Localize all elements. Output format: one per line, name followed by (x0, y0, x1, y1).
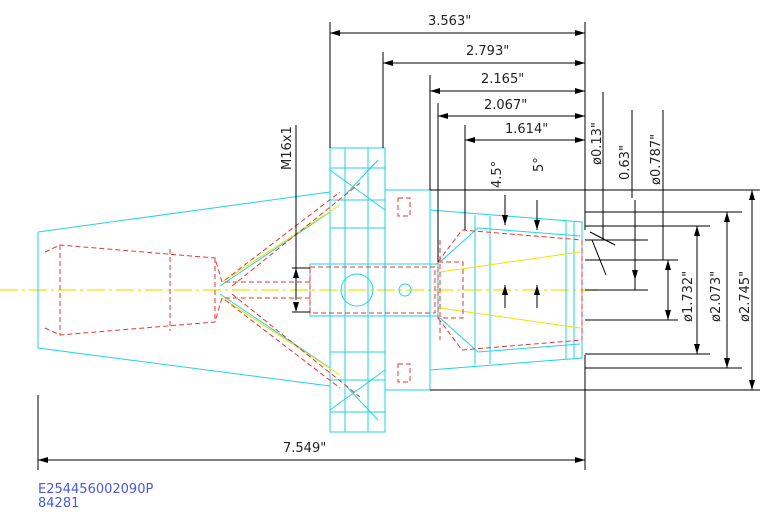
dim-flange-to-tip: 2.793" (466, 44, 509, 59)
dim-diameter-2: ø2.073" (709, 271, 724, 322)
dim-thread: M16x1 (280, 126, 295, 170)
dimension-lines (37, 22, 760, 470)
dim-overall-length: 3.563" (428, 14, 471, 29)
dim-bore-depth-2: 2.067" (484, 98, 527, 113)
dim-angle-1: 4.5° (490, 161, 505, 188)
dim-total-length: 7.549" (283, 441, 326, 456)
arrowheads (38, 30, 755, 463)
dim-tip-diameter: ø0.13" (590, 122, 605, 165)
dim-nose-diameter: ø0.787" (649, 134, 664, 185)
dim-diameter-1: ø1.732" (681, 271, 696, 322)
dim-bore-depth-1: 2.165" (481, 72, 524, 87)
dim-small-diameter: 0.63" (618, 145, 633, 180)
dim-taper-length: 1.614" (505, 122, 548, 137)
part-code: 84281 (38, 496, 80, 511)
dim-angle-2: 5° (532, 157, 547, 172)
part-number: E254456002090P (38, 482, 154, 497)
dim-diameter-3: ø2.745" (738, 271, 753, 322)
hidden-lines (44, 182, 583, 398)
